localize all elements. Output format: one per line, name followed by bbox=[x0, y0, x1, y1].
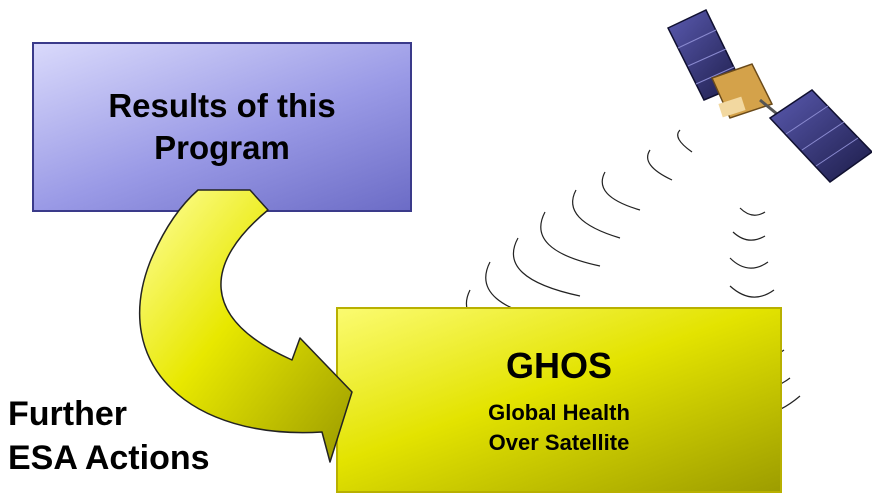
ghos-title: GHOS bbox=[505, 345, 612, 386]
results-box: Results of this Program bbox=[32, 42, 412, 212]
results-box-line2: Program bbox=[154, 129, 290, 166]
curved-arrow bbox=[139, 189, 353, 463]
ghos-box: GHOS Global Health Over Satellite bbox=[336, 307, 782, 493]
further-label-line2: ESA Actions bbox=[8, 439, 210, 477]
ghos-subtitle-line2: Over Satellite bbox=[488, 430, 630, 455]
ghos-subtitle-line1: Global Health bbox=[488, 400, 630, 425]
results-box-line1: Results of this bbox=[108, 87, 336, 124]
signal-waves bbox=[465, 129, 693, 347]
satellite-icon bbox=[666, 9, 872, 183]
further-label-line1: Further bbox=[8, 395, 127, 433]
further-actions-label: Further ESA Actions bbox=[8, 392, 210, 480]
